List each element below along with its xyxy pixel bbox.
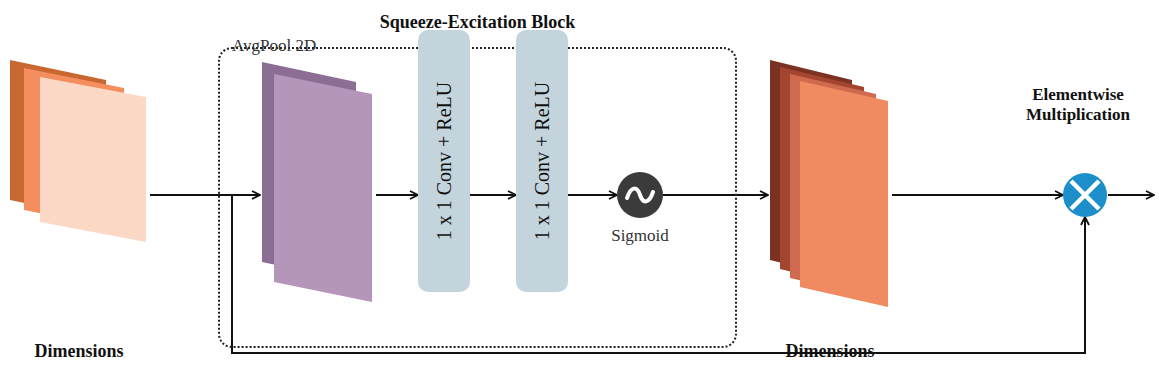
multiply-circle-shape (1063, 173, 1107, 217)
conv-label: 1 x 1 Conv + ReLU (531, 82, 554, 241)
conv-label: 1 x 1 Conv + ReLU (433, 82, 456, 241)
sigmoid-circle-shape (617, 172, 663, 218)
connector-arrow (568, 194, 617, 196)
conv-box: 1 x 1 Conv + ReLU (516, 30, 568, 292)
connector-arrow (663, 194, 768, 196)
dimension-label: Dimensions (768, 341, 892, 362)
sigmoid-label: Sigmoid (595, 226, 685, 246)
sigmoid-circle: Sigmoid (617, 172, 663, 218)
output-feature-maps-shape (768, 55, 892, 367)
conv-box: 1 x 1 Conv + ReLU (418, 30, 470, 292)
connector-arrow (892, 194, 1063, 196)
connector-arrow (470, 194, 516, 196)
connector-arrow (376, 194, 418, 196)
operation-label: Elementwise Multiplication (1003, 85, 1153, 124)
input-feature-maps: Dimensions (8, 55, 150, 367)
avgpool-plane: AvgPool 2D (260, 62, 376, 304)
squeeze-excitation-block: Squeeze-Excitation BlockAvgPool 2D1 x 1 … (218, 47, 737, 348)
output-feature-maps: Dimensions (768, 55, 892, 367)
multiply-circle: Elementwise Multiplication (1063, 173, 1107, 217)
avgpool-plane-shape (260, 62, 376, 304)
input-feature-maps-shape (8, 55, 150, 367)
block-title: Squeeze-Excitation Block (220, 12, 735, 33)
output-arrow (1108, 194, 1154, 196)
layer-label: AvgPool 2D (232, 36, 316, 56)
dimension-label: Dimensions (8, 341, 150, 362)
